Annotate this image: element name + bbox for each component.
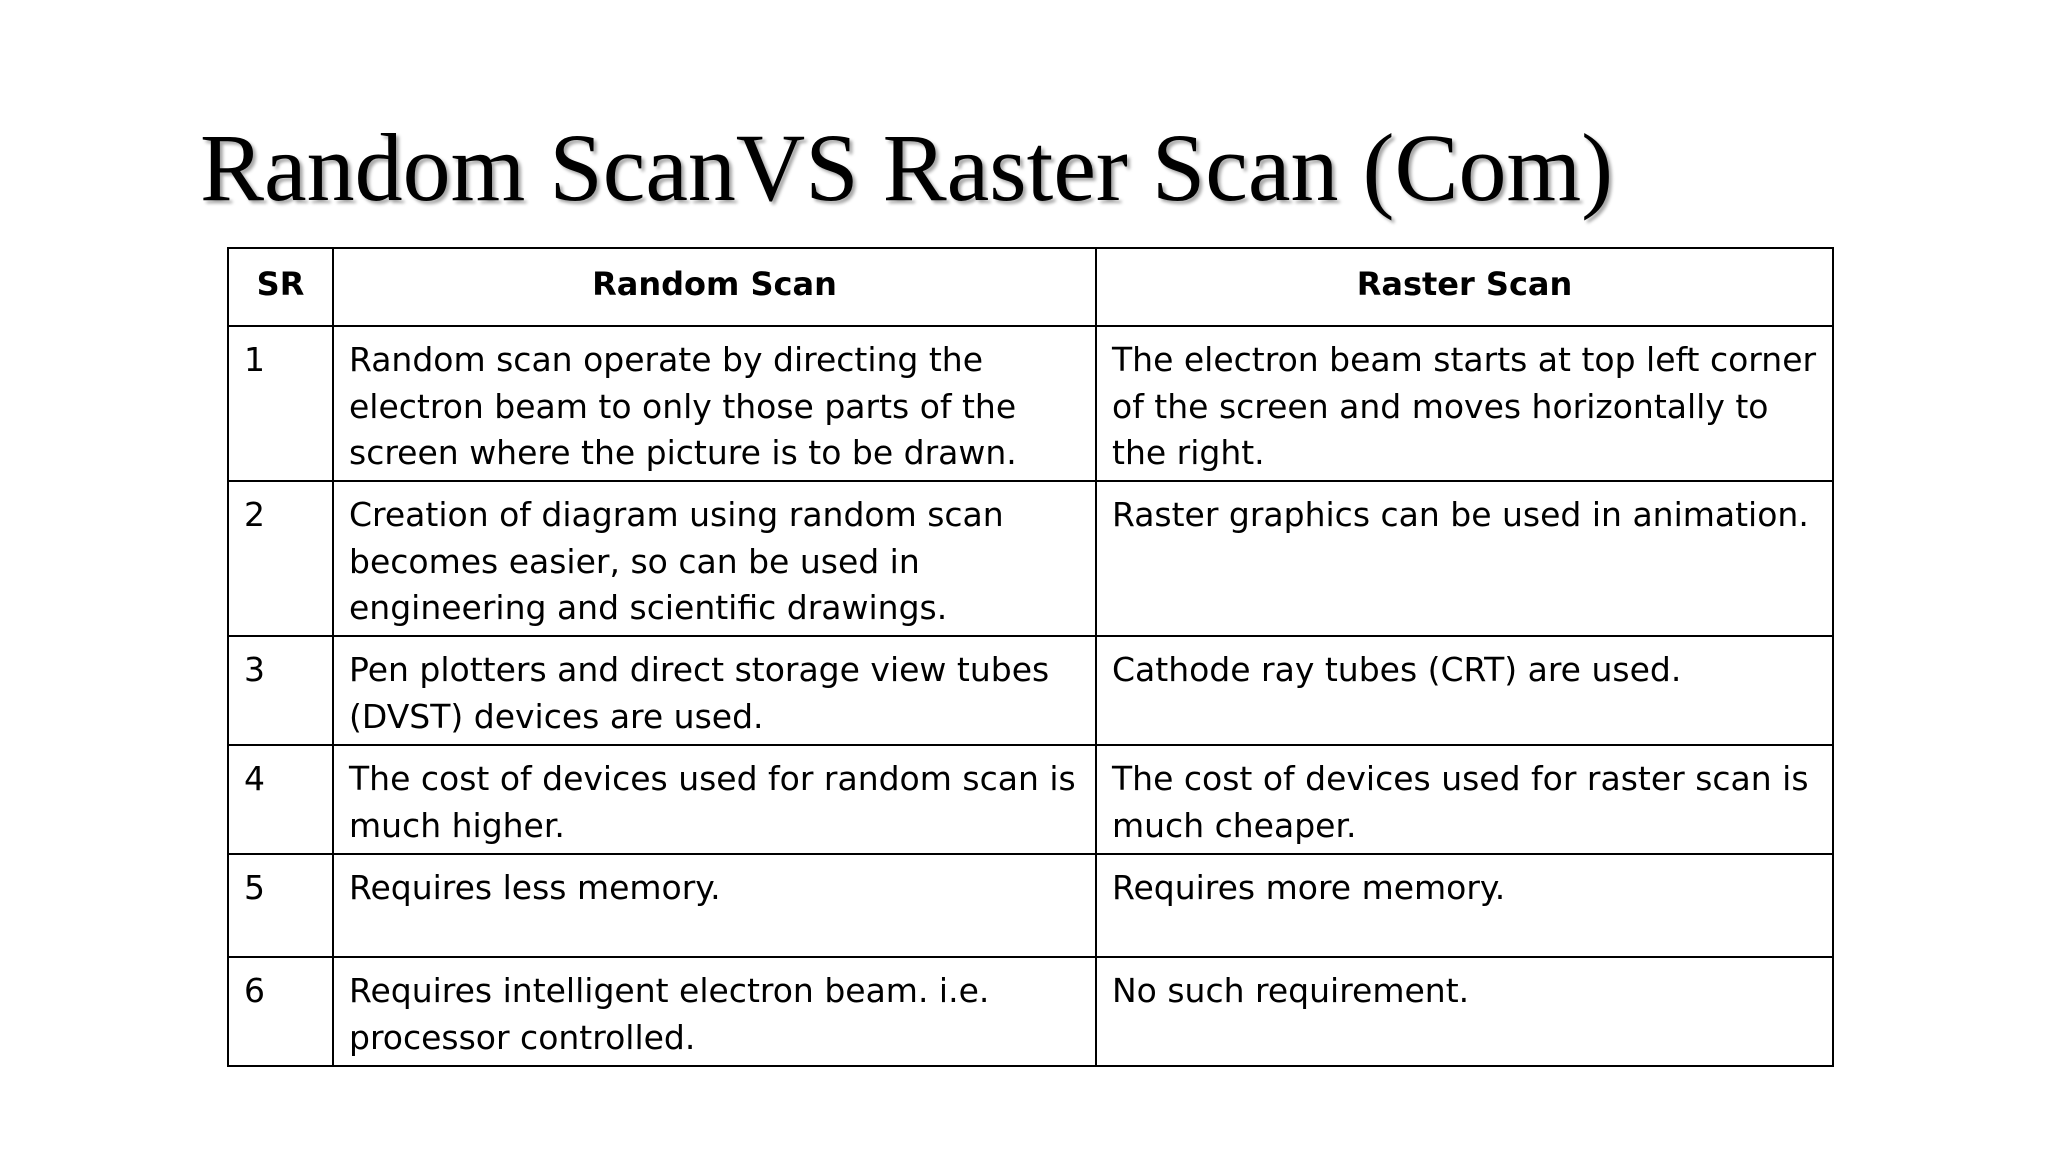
sr-cell: 2 [227, 480, 334, 637]
table-row: 2 Creation of diagram using random scan … [227, 480, 1834, 637]
sr-cell: 1 [227, 325, 334, 482]
raster-scan-cell: The cost of devices used for raster scan… [1095, 744, 1834, 855]
sr-cell: 4 [227, 744, 334, 855]
random-scan-cell: Creation of diagram using random scan be… [332, 480, 1097, 637]
random-scan-cell: Requires intelligent electron beam. i.e.… [332, 956, 1097, 1067]
random-scan-cell: Requires less memory. [332, 853, 1097, 958]
random-scan-cell: The cost of devices used for random scan… [332, 744, 1097, 855]
sr-cell: 3 [227, 635, 334, 746]
table-row: 5 Requires less memory. Requires more me… [227, 853, 1834, 958]
raster-scan-cell: The electron beam starts at top left cor… [1095, 325, 1834, 482]
random-scan-cell: Random scan operate by directing the ele… [332, 325, 1097, 482]
raster-scan-cell: Cathode ray tubes (CRT) are used. [1095, 635, 1834, 746]
header-random-scan: Random Scan [332, 247, 1097, 327]
sr-cell: 6 [227, 956, 334, 1067]
raster-scan-cell: No such requirement. [1095, 956, 1834, 1067]
raster-scan-cell: Raster graphics can be used in animation… [1095, 480, 1834, 637]
header-raster-scan: Raster Scan [1095, 247, 1834, 327]
table-row: 1 Random scan operate by directing the e… [227, 325, 1834, 482]
table-row: 3 Pen plotters and direct storage view t… [227, 635, 1834, 746]
header-sr: SR [227, 247, 334, 327]
slide-title: Random ScanVS Raster Scan (Com) [200, 114, 1614, 221]
raster-scan-cell: Requires more memory. [1095, 853, 1834, 958]
sr-cell: 5 [227, 853, 334, 958]
comparison-table: SR Random Scan Raster Scan 1 Random scan… [227, 247, 1834, 1067]
random-scan-cell: Pen plotters and direct storage view tub… [332, 635, 1097, 746]
table-row: 6 Requires intelligent electron beam. i.… [227, 956, 1834, 1067]
table-row: 4 The cost of devices used for random sc… [227, 744, 1834, 855]
table-header-row: SR Random Scan Raster Scan [227, 247, 1834, 327]
